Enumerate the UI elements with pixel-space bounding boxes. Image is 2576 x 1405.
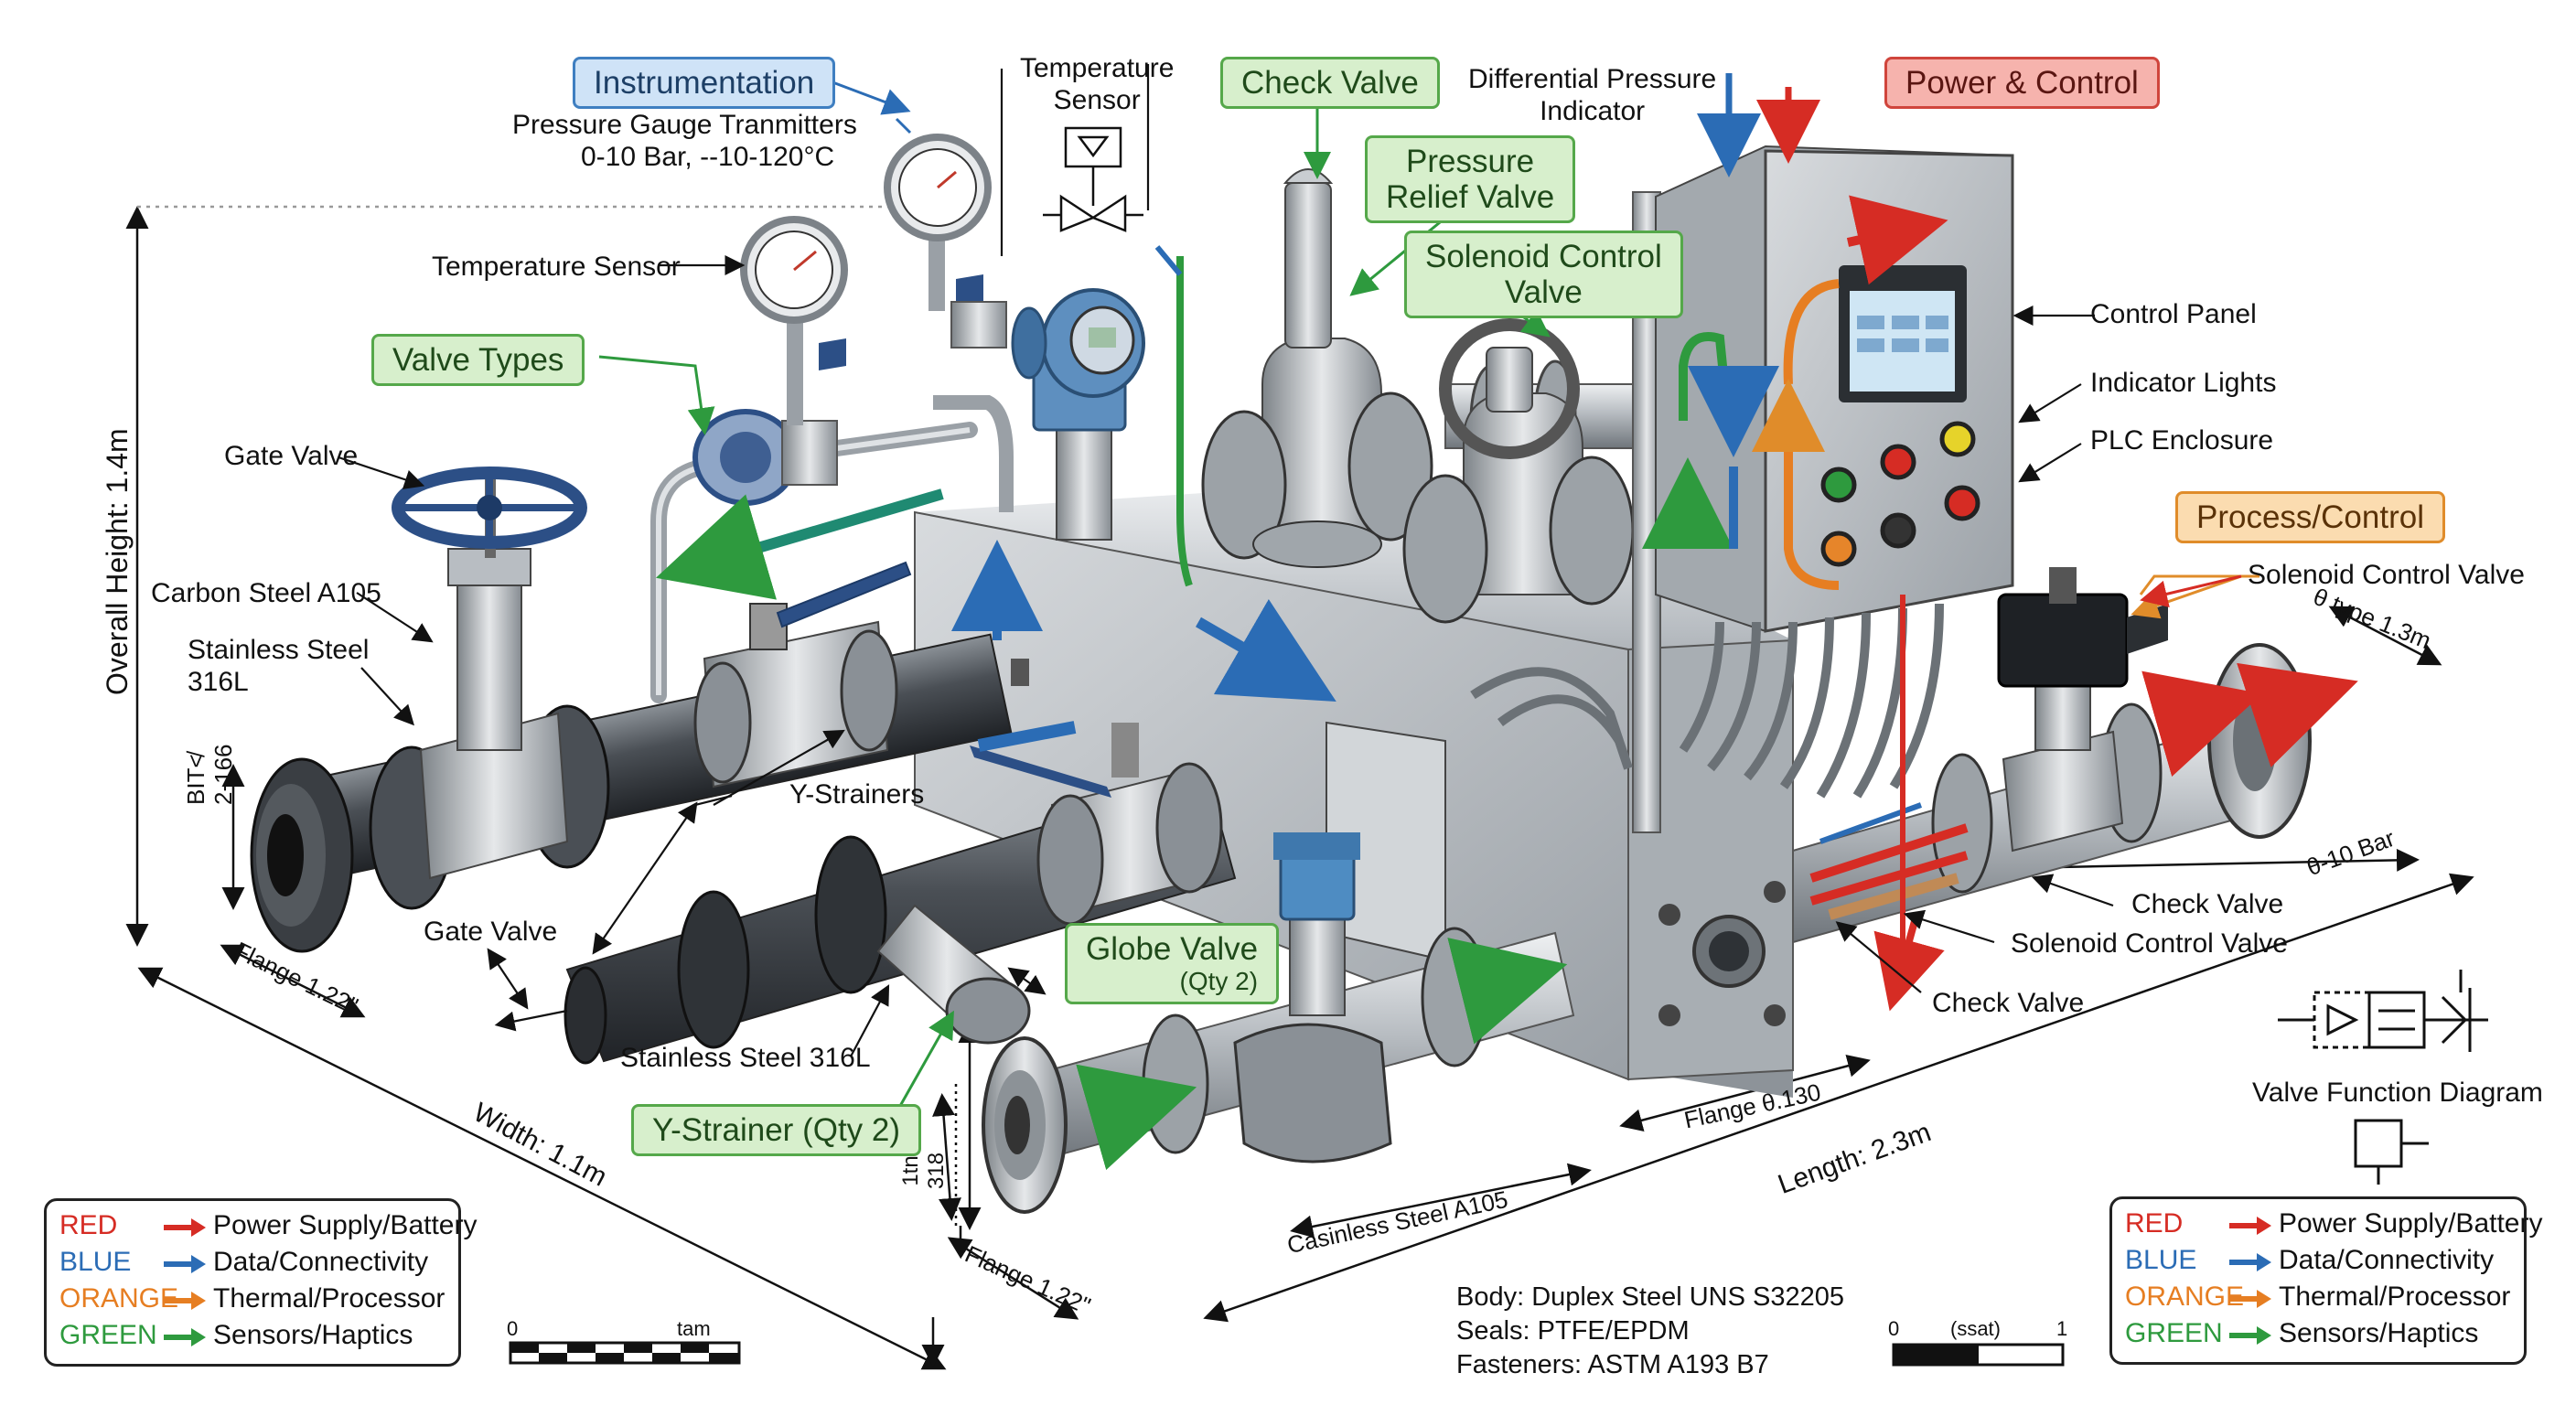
arrow-right-icon <box>2229 1290 2271 1308</box>
temperature-transmitter <box>1011 245 1193 587</box>
temperature-sensor-symbol <box>1043 126 1143 232</box>
indicator-lights-label: Indicator Lights <box>2090 368 2277 398</box>
pressure-relief-tag: Pressure Relief Valve <box>1365 135 1576 224</box>
flow-arrows <box>655 73 1945 1012</box>
arrow-right-icon <box>2229 1326 2271 1345</box>
legend-key: RED <box>59 1210 118 1240</box>
legend-value: Sensors/Haptics <box>213 1320 413 1350</box>
scale-right-end: 1 <box>2056 1317 2068 1340</box>
legend-value: Power Supply/Battery <box>2279 1208 2543 1239</box>
temperature-sensor-top-label: Temperature Sensor <box>1020 53 1175 115</box>
check-valve-low-label: Check Valve <box>1932 988 2085 1018</box>
scale-bar-left <box>509 1341 741 1365</box>
spec-fasteners: Fasteners: ASTM A193 B7 <box>1456 1350 1769 1379</box>
y-strainer-tag: Y-Strainer (Qty 2) <box>631 1104 922 1157</box>
valve-function-symbol <box>2278 970 2488 1185</box>
instrument-gauges <box>650 134 1014 703</box>
legend-value: Sensors/Haptics <box>2279 1318 2479 1348</box>
valve-function-label: Valve Function Diagram <box>2252 1078 2543 1108</box>
temperature-sensor-label: Temperature Sensor <box>432 252 681 282</box>
control-panel-label: Control Panel <box>2090 299 2257 329</box>
legend-key: GREEN <box>2125 1318 2223 1348</box>
plc-enclosure-label: PLC Enclosure <box>2090 425 2274 456</box>
carbon-steel-label: Carbon Steel A105 <box>151 578 381 608</box>
leader-lines <box>338 64 2259 1121</box>
legend-left: RED Power Supply/Battery BLUE Data/Conne… <box>44 1198 477 1367</box>
process-control-tag: Process/Control <box>2175 491 2445 544</box>
globe-valve-title: Globe Valve <box>1086 931 1259 967</box>
arrow-right-icon <box>164 1255 206 1273</box>
y-strainer-line <box>564 723 1237 1065</box>
pressure-gauge-label: Pressure Gauge Tranmitters <box>512 110 857 140</box>
legend-value: Thermal/Processor <box>2279 1282 2511 1312</box>
valve-types-tag: Valve Types <box>371 334 585 387</box>
instrumentation-tag: Instrumentation <box>573 57 836 110</box>
arrow-right-icon <box>2229 1217 2271 1235</box>
gate-valve-top-label: Gate Valve <box>224 441 359 471</box>
scale-left-start: 0 <box>507 1317 519 1340</box>
arrow-right-icon <box>164 1218 206 1237</box>
dimension-lines <box>125 205 2474 1370</box>
stainless-steel-left-label: Stainless Steel 316L <box>188 635 370 697</box>
arrow-right-icon <box>164 1328 206 1346</box>
check-valve-tag: Check Valve <box>1220 57 1440 110</box>
legend-value: Power Supply/Battery <box>213 1210 478 1240</box>
scale-right-start: 0 <box>1888 1317 1900 1340</box>
legend-value: Data/Connectivity <box>213 1247 429 1277</box>
legend-key: BLUE <box>59 1247 132 1277</box>
legend-key: GREEN <box>59 1320 157 1350</box>
legend-key: ORANGE <box>59 1283 179 1314</box>
stainless-steel-bottom-label: Stainless Steel 316L <box>620 1043 871 1073</box>
right-valve-line <box>1792 567 2358 944</box>
power-control-tag: Power & Control <box>1884 57 2160 110</box>
bit-dimension-label: BIT≮ 2-166 <box>182 744 237 806</box>
control-panel-cabinet <box>1470 145 2014 833</box>
legend-key: RED <box>2125 1208 2184 1239</box>
legend-key: ORANGE <box>2125 1282 2245 1312</box>
solenoid-right-label: Solenoid Control Valve <box>2248 560 2525 590</box>
dimension-318-label: 1tn 318 <box>898 1152 949 1189</box>
legend-key: BLUE <box>2125 1245 2197 1275</box>
solenoid-control-tag: Solenoid Control Valve <box>1404 231 1683 319</box>
solenoid-right-low-label: Solenoid Control Valve <box>2011 928 2288 959</box>
gate-valve-bottom-label: Gate Valve <box>424 917 558 947</box>
y-strainers-label: Y-Strainers <box>789 779 925 810</box>
check-valve-right-label: Check Valve <box>2131 889 2284 919</box>
gate-valve-assembly <box>250 467 1013 953</box>
globe-valve-qty: (Qty 2) <box>1179 967 1259 996</box>
globe-valve-tag: Globe Valve (Qty 2) <box>1065 923 1280 1004</box>
pressure-range-label: 0-10 Bar, --10-120°C <box>581 142 835 172</box>
scale-bar-right <box>1892 1343 2065 1367</box>
spec-seals: Seals: PTFE/EPDM <box>1456 1316 1690 1346</box>
scale-left-end: tam <box>677 1317 711 1340</box>
arrow-right-icon <box>2229 1253 2271 1271</box>
globe-valve-line <box>982 832 1575 1214</box>
legend-right: RED Power Supply/Battery BLUE Data/Conne… <box>2109 1196 2542 1365</box>
arrow-right-icon <box>164 1292 206 1310</box>
spec-body: Body: Duplex Steel UNS S32205 <box>1456 1282 1844 1312</box>
pressure-relief-valves <box>1201 168 1635 624</box>
legend-value: Data/Connectivity <box>2279 1245 2495 1275</box>
differential-pressure-label: Differential Pressure Indicator <box>1468 64 1717 126</box>
overall-height-label: Overall Height: 1.4m <box>101 428 134 695</box>
scale-right-mid: (ssat) <box>1950 1317 2001 1340</box>
legend-value: Thermal/Processor <box>213 1283 445 1314</box>
